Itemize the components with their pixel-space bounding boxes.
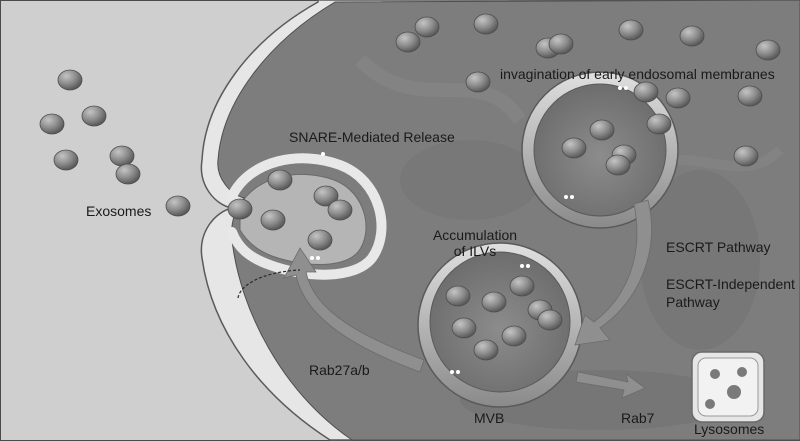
accumulation-of-ilvs-label: Accumulation of ILVs [420,227,530,259]
dashed-curve [237,269,301,299]
mvb-label: MVB [474,410,505,426]
mvb [417,242,583,408]
early-endosome [521,71,679,229]
escrt-pathway-label: ESCRT Pathway [666,239,771,255]
rab27-label: Rab27a/b [309,362,370,378]
pathway-arrows [283,199,652,399]
lysosome [691,351,765,423]
accumulation-line-2: of ILVs [453,243,497,259]
rab7-label: Rab7 [621,410,655,426]
accumulation-line-1: Accumulation [432,227,518,243]
escrt-independent-pathway-label: ESCRT-Independent Pathway [666,276,795,310]
invagination-label: invagination of early endosomal membrane… [500,66,775,82]
exosomes-label: Exosomes [86,203,152,219]
escrt-independent-line-1: ESCRT-Independent [666,276,795,292]
snare-mediated-release-label: SNARE-Mediated Release [289,129,455,145]
vesicles [39,13,781,361]
lysosomes-label: Lysosomes [694,421,765,437]
escrt-independent-line-2: Pathway [666,294,720,310]
